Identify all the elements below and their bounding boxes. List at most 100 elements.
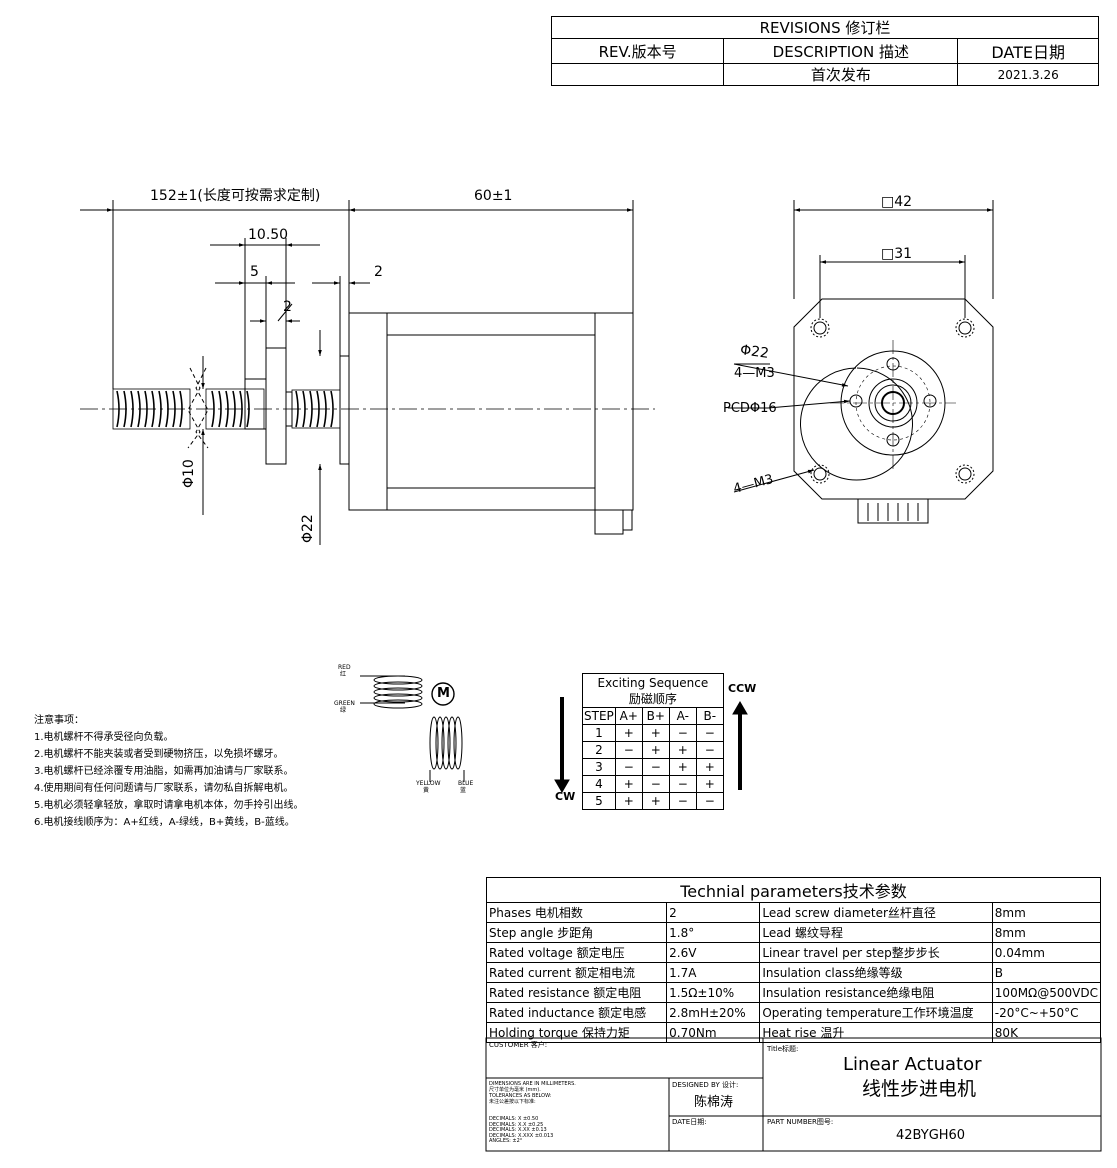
part-number-label: PART NUMBER图号: [767,1118,834,1126]
sequence-cell: + [695,775,724,793]
body-length-dimension: 60±1 [474,188,513,204]
technical-parameters-table: Technial parameters技术参数 Phases 电机相数 2 Le… [485,877,1102,1043]
dimension-units-note: DIMENSIONS ARE IN MILLIMETERS. 尺寸单位为毫米 (… [489,1081,576,1105]
sequence-cell: − [614,741,643,759]
note-item: 6.电机接线顺序为：A+红线，A-绿线，B+黄线，B-蓝线。 [34,817,295,828]
sequence-title-cn: 励磁顺序 [582,690,724,708]
red-wire-label-cn: 红 [340,671,347,678]
sequence-row: 5++−− [582,792,724,810]
screw-diameter-dimension: Φ10 [181,459,197,488]
note-item: 1.电机螺杆不得承受径向负载。 [34,732,174,743]
ccw-label: CCW [728,682,757,695]
sequence-cell: − [695,741,724,759]
note-line: 尺寸单位为毫米 (mm). [489,1087,541,1093]
spec-value: 1.7A [666,962,761,983]
sequence-cell: 2 [582,741,616,759]
flange-size-dimension: □42 [881,194,913,210]
sequence-cell: + [668,741,697,759]
sequence-cell: − [668,724,697,742]
motor-front-view [793,298,994,524]
note-item: 4.使用期间有任何问题请与厂家联系，请勿私自拆解电机。 [34,783,294,794]
title-label: Title标题: [767,1045,799,1053]
hole-spacing-dimension: □31 [881,246,913,262]
revisions-table: REVISIONS 修订栏 REV.版本号 DESCRIPTION 描述 DAT… [550,16,1099,86]
sequence-cell: + [614,775,643,793]
notes-title: 注意事项： [34,715,84,726]
designed-by-label: DESIGNED BY 设计: [672,1081,739,1089]
sequence-row: 2−++− [582,741,724,759]
spec-label: Insulation class绝缘等级 [759,962,993,983]
note-line: TOLERANCES AS BELOW: [489,1093,552,1099]
top-mounting-holes-label: 4—M3 [734,366,775,381]
spec-label: Phases 电机相数 [485,902,668,923]
nut-width-dimension: 10.50 [248,227,289,243]
spec-label: Rated resistance 额定电阻 [485,982,668,1003]
spec-value: 1.8° [666,922,761,943]
lead-screw-thread-mid [205,388,265,430]
boss-height-dimension: 2 [374,264,383,280]
spec-value: B [991,962,1102,983]
sequence-cell: + [614,792,643,810]
sequence-cell: − [695,792,724,810]
green-wire-label-cn: 绿 [340,707,347,714]
sequence-cell: + [668,758,697,776]
sequence-title-en: Exciting Sequence [582,673,724,690]
sequence-header: A+ [614,707,643,725]
coil-diagram [360,675,465,782]
motor-body-side [348,312,634,535]
spec-value: 100MΩ@500VDC [991,982,1102,1003]
green-wire-label: GREEN [334,700,355,707]
note-line: DIMENSIONS ARE IN MILLIMETERS. [489,1081,576,1087]
drawing-title-en: Linear Actuator [843,1054,982,1075]
tolerance-line: DECIMALS: X ±0.50 [489,1116,539,1122]
sequence-row: 3−−++ [582,758,724,776]
red-wire-label: RED [338,664,351,671]
lead-screw-thread-left [112,388,191,430]
tolerance-table: DECIMALS: X ±0.50 DECIMALS: X.X ±0.25 DE… [489,1116,554,1145]
spec-label: Heat rise 温升 [759,1022,993,1043]
sequence-cell: 1 [582,724,616,742]
description-column-header: DESCRIPTION 描述 [723,38,959,64]
tolerance-line: DECIMALS: X.XXX ±0.013 [489,1132,554,1139]
note-line: 未注公差按以下标准: [489,1099,536,1105]
spec-label: Rated current 额定相电流 [485,962,668,983]
tolerance-line: DECIMALS: X.XX ±0.13 [489,1127,547,1133]
spec-label: Insulation resistance绝缘电阻 [759,982,993,1003]
spec-label: Rated voltage 额定电压 [485,942,668,963]
sequence-header: B- [695,707,724,725]
nut-offset-dimension: 5 [250,264,259,280]
sequence-cell: − [641,775,670,793]
spec-value: 80K [991,1022,1102,1043]
spec-label: Lead 螺纹导程 [759,922,993,943]
designer-name: 陈棉涛 [694,1095,734,1110]
drawing-title-cn: 线性步进电机 [862,1078,977,1100]
tolerance-line: ANGLES: ±2° [489,1138,523,1144]
spec-label: Rated inductance 额定电感 [485,1002,668,1023]
sequence-cell: − [695,724,724,742]
sequence-cell: + [641,792,670,810]
title-block-grid [485,1037,1102,1152]
boss-diameter-side-dimension: Φ22 [300,514,316,543]
sequence-header: B+ [641,707,670,725]
spec-label: Linear travel per step整步步长 [759,942,993,963]
sequence-row: 1++−− [582,724,724,742]
part-number: 42BYGH60 [896,1128,966,1143]
exciting-sequence-table: Exciting Sequence 励磁顺序 STEP A+ B+ A- B- … [582,673,724,810]
sequence-cell: − [668,775,697,793]
spec-label: Operating temperature工作环境温度 [759,1002,993,1023]
spec-value: -20°C~+50°C [991,1002,1102,1023]
sequence-cell: − [668,792,697,810]
spec-value: 1.5Ω±10% [666,982,761,1003]
spec-label: Lead screw diameter丝杆直径 [759,902,993,923]
sequence-cell: + [614,724,643,742]
spec-value: 2.6V [666,942,761,963]
note-item: 2.电机螺杆不能夹装或者受到硬物挤压，以免损坏螺牙。 [34,749,284,760]
notes-block: 注意事项： 1.电机螺杆不得承受径向负载。 2.电机螺杆不能夹装或者受到硬物挤压… [34,712,304,831]
sequence-row: 4+−−+ [582,775,724,793]
sequence-header: A- [668,707,697,725]
